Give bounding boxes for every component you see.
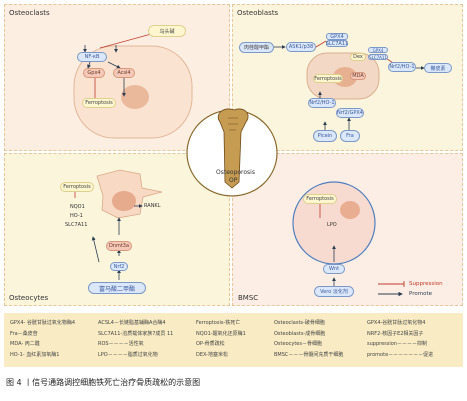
legend-promote: Promote (409, 291, 432, 297)
center-subtitle: OP (229, 177, 238, 184)
glossary-item: GPX4- 谷胱甘肽过氧化物酶4 (10, 320, 76, 326)
osteocyte-rankl: RANKL (144, 203, 161, 209)
osteoclast-arrows (83, 32, 156, 98)
glossary-item: NRF2-核因子E2相关因子 (367, 330, 424, 337)
osteoblast-drug-right: 槲皮素 (424, 63, 452, 73)
bmsc-wnt: Wnt (323, 264, 345, 274)
glossary-item: DEX-地塞米松 (196, 351, 228, 358)
glossary-item: GPX4-谷胱甘肽过氧化物4 (367, 320, 426, 326)
glossary-item: SLC7A11-溶质载体家族7成员 11 (98, 330, 174, 337)
osteocyte-arrows (74, 192, 143, 280)
title-bmsc: BMSC (238, 294, 259, 302)
glossary-bar (4, 313, 463, 367)
bmsc-lpo: LPO (327, 222, 337, 228)
glossary-item: BMSC－－－骨髓间充质干细胞 (274, 351, 344, 358)
glossary-item: HO-1- 血红素加氧酶1 (10, 351, 60, 358)
glossary-item: ROS－－－－活性氧 (98, 341, 144, 348)
osteoblast-slc7a11-b: SLC7A11 (368, 54, 388, 60)
glossary-item: suppression－－－－抑制 (367, 341, 427, 348)
osteocyte-nqo1: NQO1 (70, 204, 85, 210)
glossary-col-4: Osteoclasts-破骨细胞 Osteoblasts-成骨细胞 Osteoc… (274, 318, 343, 360)
osteoclast-nfkb: NF-κB (77, 52, 107, 62)
osteoblast-fra: Fra (340, 130, 360, 142)
glossary-item: OP-骨质疏松 (196, 341, 225, 348)
bone-illustration (186, 108, 278, 197)
osteocyte-nrf2: Nrf2 (110, 262, 128, 271)
osteoblast-ferroptosis: Ferroptosis (313, 74, 343, 83)
osteoblast-drug: 肉桂酸甲酯 (239, 42, 274, 53)
glossary-item: promote－－－－－－－促进 (367, 351, 434, 358)
glossary-item: Fra－桑皮苷 (10, 330, 38, 337)
bmsc-drug: Vero 淡化剂 (314, 286, 354, 297)
osteoblast-dex: Dex (350, 53, 366, 61)
osteoblast-picein: Picein (313, 130, 337, 142)
osteocyte-cell (96, 169, 163, 219)
osteoclast-gpx4: Gpx4 (83, 68, 105, 78)
osteoclast-acsl4: Acsl4 (113, 68, 135, 78)
osteoblast-gpx4: GPX4 (326, 33, 348, 40)
legend-suppression: Suppression (409, 281, 443, 287)
glossary-col-5: GPX4-谷胱甘肽过氧化物4 NRF2-核因子E2相关因子 suppressio… (367, 318, 433, 360)
center-title: Osteoporosis (216, 169, 255, 176)
osteoblast-gpx4-b: GPX4 (368, 47, 388, 53)
title-osteoclasts: Osteoclasts (9, 9, 50, 17)
osteoclast-ferroptosis: Ferroptosis (82, 98, 116, 108)
osteoclast-drug: 乌头碱 (148, 25, 186, 37)
osteocyte-dnmt3a: Dnmt3a (106, 241, 132, 251)
osteoblast-mda: MDA (350, 72, 366, 80)
osteoblast-nrf2gpx4: Nrf2/GPX4 (336, 108, 364, 118)
osteoblast-nrf2ho1-right: Nrf2/HO-1 (388, 62, 416, 72)
glossary-item: Ferroptosis-铁死亡 (196, 320, 241, 326)
glossary-item: Osteoblasts-成骨细胞 (274, 330, 326, 337)
glossary-item: NQO1-醌氧化还原酶1 (196, 330, 246, 337)
figure-caption: 图 4 丨信号通路调控细胞铁死亡治疗骨质疏松的示意图 (6, 378, 201, 387)
osteocyte-ho1: HO-1 (70, 213, 83, 219)
bmsc-ferroptosis: Ferroptosis (303, 194, 337, 204)
legend-lines (378, 281, 405, 297)
title-osteoblasts: Osteoblasts (237, 9, 279, 17)
glossary-item: ACSL4－长链脂基辅酶A合酶4 (98, 320, 166, 326)
glossary-item: Osteoclasts-破骨细胞 (274, 320, 325, 326)
bmsc-arrows (319, 204, 336, 287)
glossary-item: Osteocytes－骨细胞 (274, 341, 322, 348)
osteocyte-slc7a11: SLC7A11 (65, 222, 88, 228)
glossary-col-1: GPX4- 谷胱甘肽过氧化物酶4 Fra－桑皮苷 MDA- 丙二醛 HO-1- … (10, 318, 75, 360)
osteoblast-ask1: ASK1/p38 (286, 42, 316, 52)
osteoblast-slc7a11: SLC7A11 (325, 40, 349, 47)
glossary-col-2: ACSL4－长链脂基辅酶A合酶4 SLC7A11-溶质载体家族7成员 11 RO… (98, 318, 173, 360)
glossary-col-3: Ferroptosis-铁死亡 NQO1-醌氧化还原酶1 OP-骨质疏松 DEX… (196, 318, 246, 360)
glossary-item: LPO－－－－脂质过氧化物 (98, 351, 158, 358)
osteocyte-drug: 富马酸二甲酯 (88, 282, 146, 294)
osteoblast-nrf2ho1: Nrf2/HO-1 (308, 98, 336, 108)
glossary-item: MDA- 丙二醛 (10, 341, 40, 348)
title-osteocytes: Osteocytes (9, 294, 49, 302)
osteocyte-ferroptosis: Ferroptosis (60, 182, 94, 192)
